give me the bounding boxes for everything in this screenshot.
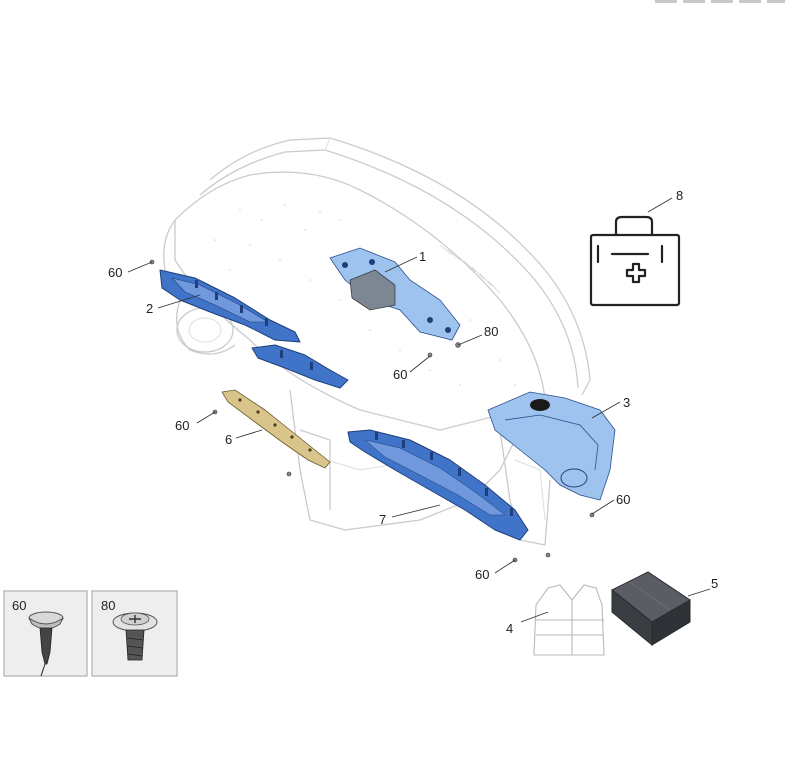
callout-1: 1 xyxy=(419,249,426,264)
callout-8: 8 xyxy=(676,188,683,203)
callout-80: 80 xyxy=(484,324,498,339)
part-3-right-panel xyxy=(487,391,616,501)
inset-label-60: 60 xyxy=(12,598,26,613)
dashboard-outline xyxy=(163,137,591,546)
callout-3: 3 xyxy=(623,395,630,410)
first-aid-kit-icon xyxy=(589,215,681,307)
part-2-left-trim xyxy=(159,269,349,389)
part-1-centre-bracket xyxy=(329,247,461,341)
safety-vest-icon xyxy=(533,584,605,656)
callout-60-right: 60 xyxy=(616,492,630,507)
callout-7: 7 xyxy=(379,512,386,527)
callout-60-bottom: 60 xyxy=(475,567,489,582)
inset-label-80: 80 xyxy=(101,598,115,613)
callout-5: 5 xyxy=(711,576,718,591)
callout-2: 2 xyxy=(146,301,153,316)
inset-screw-80: 80 xyxy=(91,590,178,677)
callout-60-bracket: 60 xyxy=(175,418,189,433)
callout-60-centre: 60 xyxy=(393,367,407,382)
part-6-gold-bracket xyxy=(221,389,331,469)
callout-60-left: 60 xyxy=(108,265,122,280)
leader-lines xyxy=(127,197,711,623)
mat-block-icon xyxy=(611,571,691,647)
callout-labels: 1 2 3 4 5 6 7 8 60 60 60 60 60 80 xyxy=(108,188,718,636)
inset-screw-60: 60 xyxy=(3,590,88,677)
callout-4: 4 xyxy=(506,621,513,636)
top-right-marks xyxy=(655,0,785,3)
callout-6: 6 xyxy=(225,432,232,447)
part-7-lower-trim xyxy=(347,429,529,541)
